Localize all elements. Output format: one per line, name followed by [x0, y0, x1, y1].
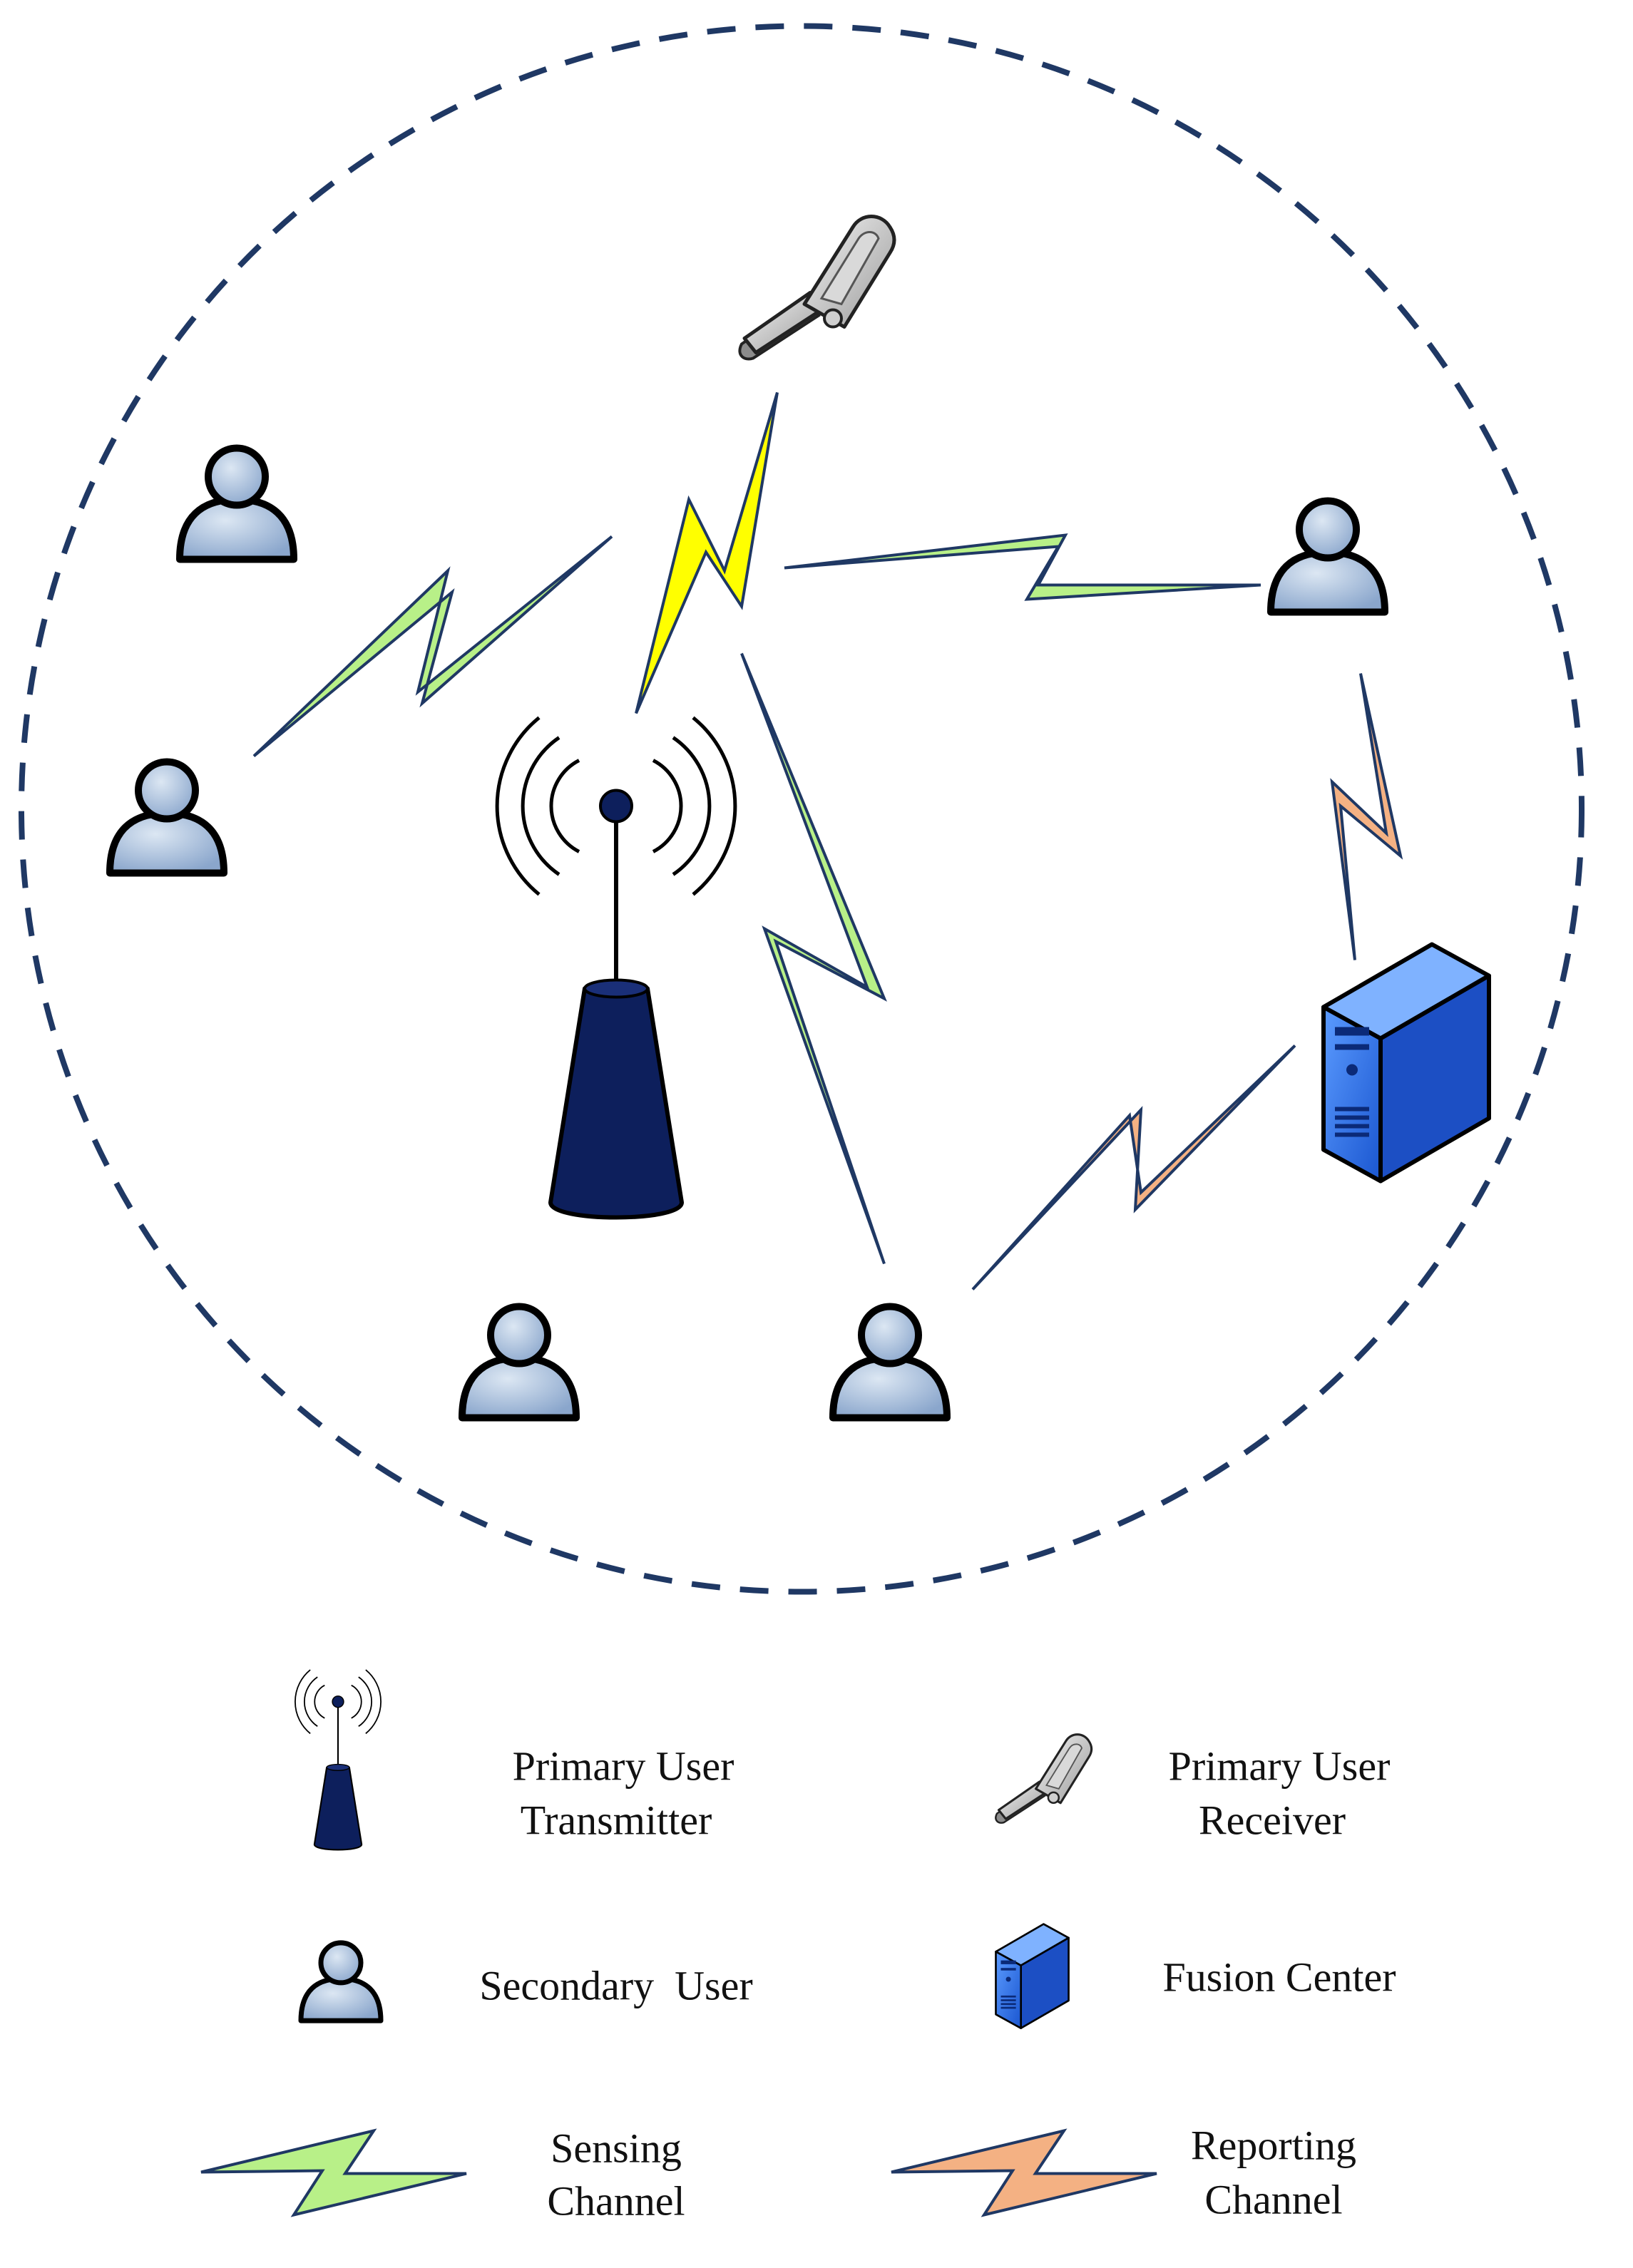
reporting-channel-bolt-bottom	[971, 1045, 1296, 1290]
secondary-user-1	[180, 448, 294, 560]
legend-secondary-user: Secondary User	[479, 1963, 752, 2009]
legend-pu-receiver-line2: Receiver	[1199, 1797, 1346, 1844]
primary-user-transmitter-tower	[497, 718, 735, 1218]
legend-server-icon	[995, 1923, 1070, 2029]
legend: Primary User Transmitter Primary User Re…	[200, 1669, 1396, 2225]
legend-pu-transmitter-line2: Transmitter	[521, 1797, 712, 1844]
legend-green-lightning-icon	[200, 2128, 467, 2217]
legend-orange-lightning-icon	[891, 2128, 1157, 2217]
secondary-user-4	[462, 1307, 576, 1418]
legend-pu-transmitter-line1: Primary User	[513, 1743, 734, 1790]
reporting-channel-bolt-top	[1330, 673, 1403, 960]
sensing-channel-bolt-center	[740, 652, 887, 1265]
legend-fusion-center: Fusion Center	[1162, 1954, 1396, 2001]
legend-reporting-channel-line2: Channel	[1204, 2177, 1342, 2223]
coverage-boundary	[19, 23, 1585, 1595]
sensing-channel-bolt-left	[252, 535, 613, 758]
legend-sensing-channel-line1: Sensing	[551, 2125, 682, 2172]
secondary-user-5	[833, 1307, 947, 1418]
legend-antenna-icon	[294, 1669, 382, 1851]
legend-pu-receiver-line1: Primary User	[1169, 1743, 1391, 1790]
legend-person-icon	[301, 1943, 381, 2021]
secondary-user-2	[110, 762, 224, 873]
primary-user-receiver-phone	[739, 217, 894, 359]
legend-reporting-channel-line1: Reporting	[1191, 2123, 1356, 2169]
fusion-center-server	[1324, 945, 1489, 1181]
sensing-channel-bolt-right	[784, 533, 1261, 601]
pu-signal-bolt	[635, 391, 779, 714]
legend-flip-phone-icon	[994, 1733, 1093, 1825]
secondary-user-3	[1271, 501, 1385, 612]
legend-sensing-channel-line2: Channel	[547, 2178, 685, 2225]
